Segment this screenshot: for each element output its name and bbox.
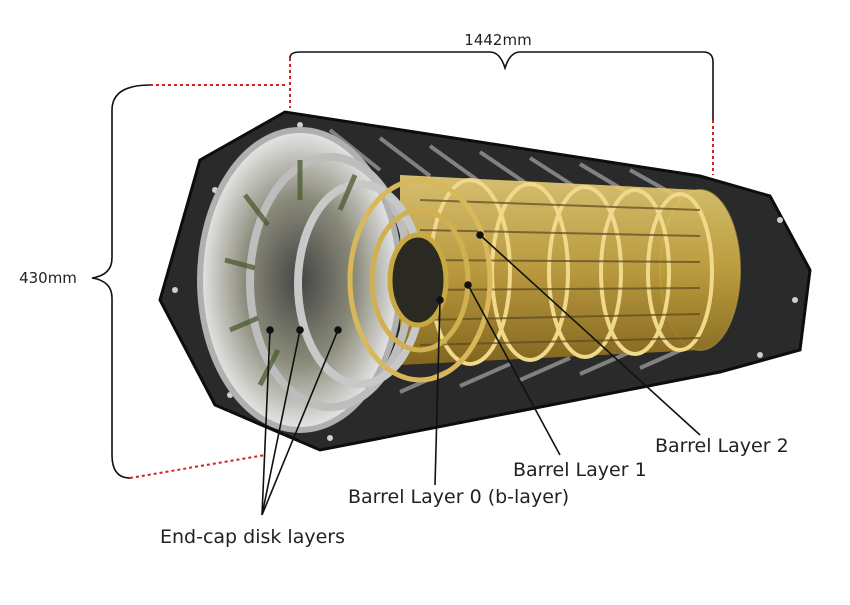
barrel-layer-0-ring (387, 232, 449, 328)
diameter-dimension: 430mm (19, 84, 288, 479)
label-barrel-layer-1: Barrel Layer 1 (513, 459, 647, 481)
length-dimension: 1442mm (289, 31, 714, 175)
frame-bolts (172, 122, 798, 441)
length-label: 1442mm (464, 31, 531, 49)
length-brace (289, 51, 714, 120)
barrel-layer-1-ring (369, 207, 471, 353)
diameter-label: 430mm (19, 269, 77, 287)
barrel-hoops (428, 178, 714, 366)
label-barrel-layer-2: Barrel Layer 2 (655, 435, 789, 457)
barrel-layer-2-ring (347, 177, 493, 383)
label-endcap-disks: End-cap disk layers (160, 526, 345, 548)
annotation-leaders (261, 231, 701, 516)
diameter-brace (91, 84, 151, 479)
label-barrel-layer-0: Barrel Layer 0 (b-layer) (348, 486, 569, 508)
